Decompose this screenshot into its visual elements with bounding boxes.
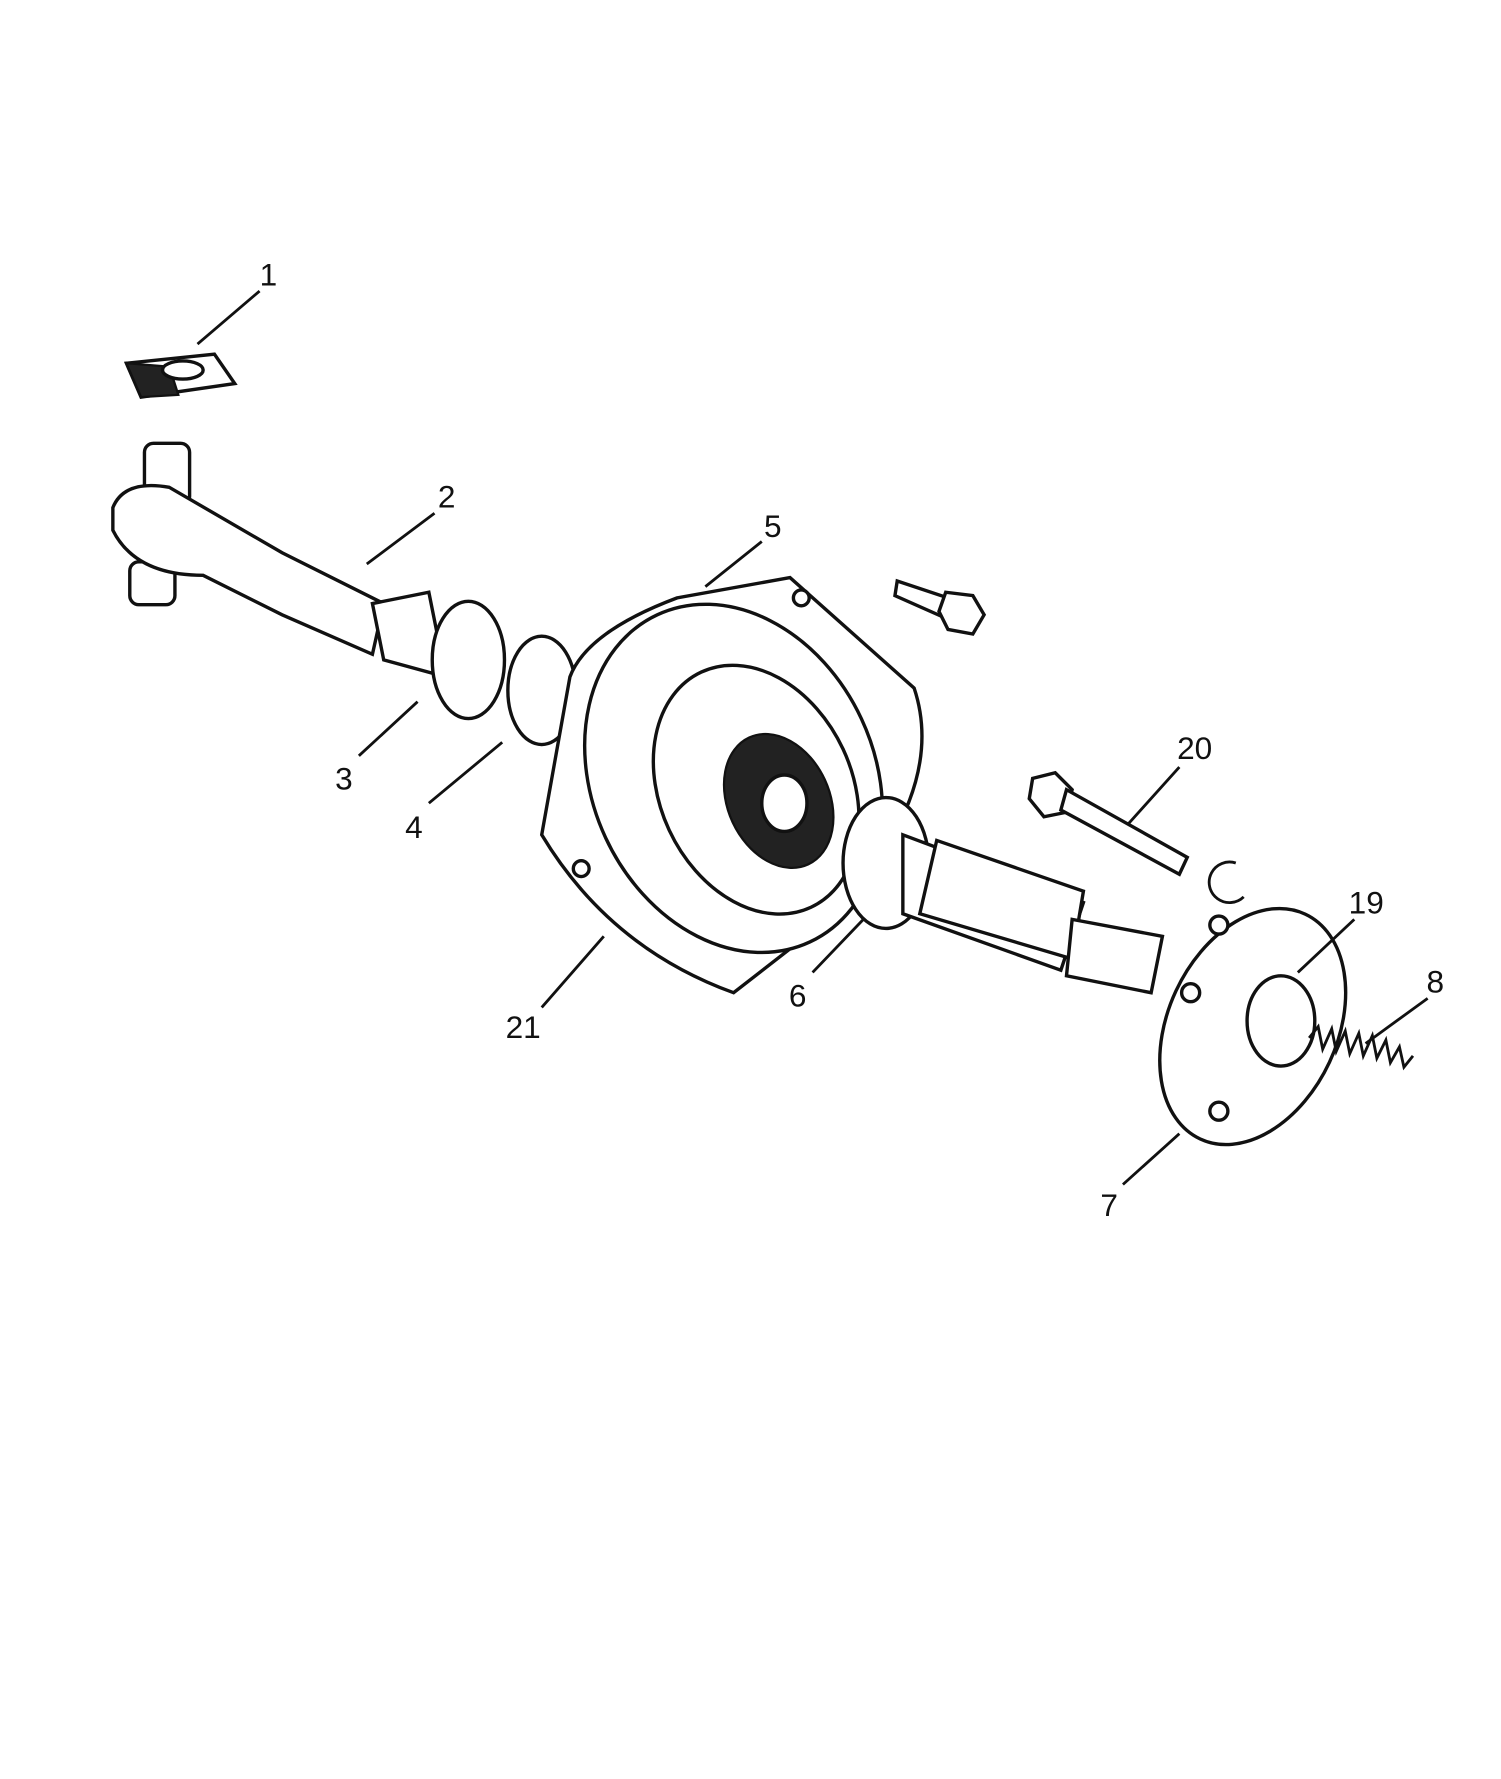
part-7-flange <box>1158 906 1348 1147</box>
part-8-spring <box>1308 1023 1415 1071</box>
callout-6: 6 <box>789 977 807 1013</box>
callout-5: 5 <box>764 508 782 544</box>
part-3-ring <box>430 599 507 721</box>
shaft <box>901 832 1165 995</box>
part-1-block <box>123 352 238 399</box>
callout-4: 4 <box>405 809 423 845</box>
leader-lines <box>196 289 1429 1186</box>
callout-3: 3 <box>335 761 353 797</box>
callout-1: 1 <box>260 256 278 292</box>
part-2-rod <box>111 441 448 680</box>
bolt <box>893 578 987 636</box>
callout-21: 21 <box>506 1009 541 1045</box>
callout-19: 19 <box>1349 885 1384 921</box>
part-20-bolt <box>1027 770 1245 904</box>
callout-8: 8 <box>1427 964 1445 1000</box>
callout-7: 7 <box>1100 1187 1118 1223</box>
callout-20: 20 <box>1177 730 1212 766</box>
part-21-housing <box>539 575 924 995</box>
callout-2: 2 <box>438 479 456 515</box>
